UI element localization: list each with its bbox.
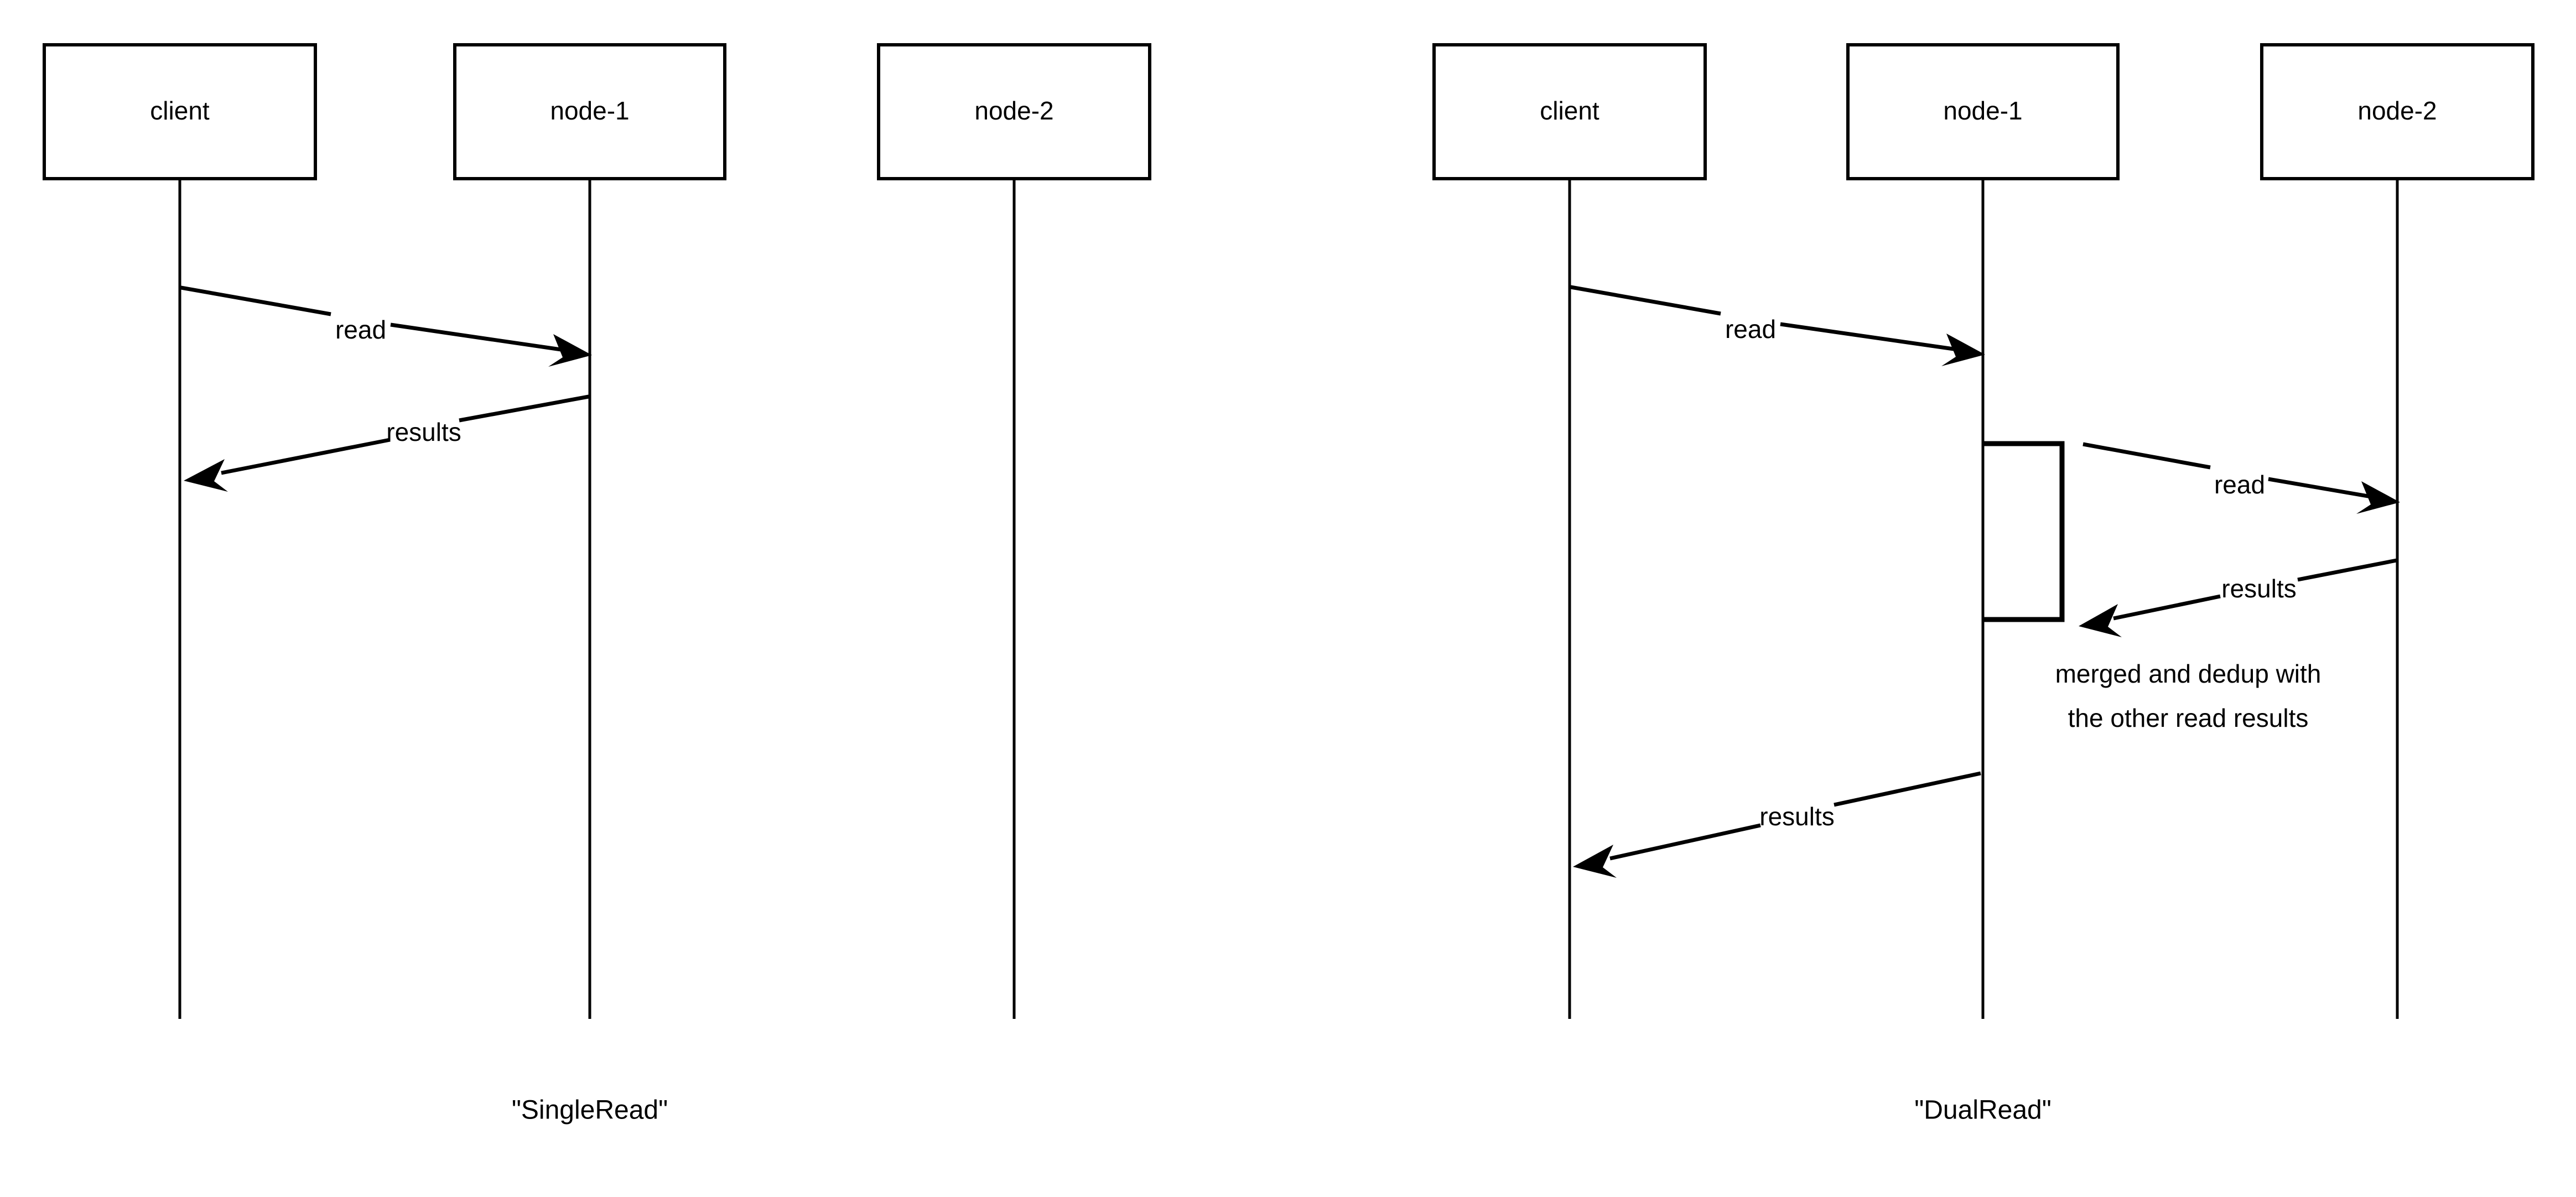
diagram-caption-dual-read: "DualRead" <box>1914 1096 2052 1125</box>
participant-label-node-2: node-2 <box>2357 96 2437 125</box>
message-label-read: read <box>2214 470 2265 499</box>
activation-bracket-path <box>1984 441 2065 622</box>
message-results-node-2-node-1[interactable]: results <box>2079 558 2397 637</box>
arrow-head-left <box>1573 845 1617 878</box>
participant-label-client: client <box>1540 96 1599 125</box>
participant-box-client[interactable] <box>43 43 317 180</box>
participant-box-client[interactable] <box>1432 43 1707 180</box>
message-line-segment-right <box>1834 771 1981 807</box>
message-line-segment-right <box>390 322 580 355</box>
message-line-segment-right <box>459 394 589 423</box>
message-label-results: results <box>2221 574 2296 603</box>
participant-node-1[interactable]: node-1 <box>1846 43 2120 1019</box>
activation-bracket-node-1 <box>1984 441 2065 622</box>
message-results-node-1-client[interactable]: results <box>184 394 589 492</box>
note-merged-dedup: merged and dedup with the other read res… <box>2055 659 2321 732</box>
message-line-segment-right <box>2297 558 2397 582</box>
note-line-1: merged and dedup with <box>2055 659 2321 688</box>
message-read-node-1-node-2[interactable]: read <box>2082 442 2400 514</box>
diagram-caption-single-read: "SingleRead" <box>512 1096 668 1125</box>
participant-box-node-2[interactable] <box>877 43 1151 180</box>
message-read-client-node-1[interactable]: read <box>1570 285 1985 366</box>
participant-client[interactable]: client <box>1432 43 1707 1019</box>
arrow-head-right <box>548 334 592 367</box>
participant-box-node-1[interactable] <box>453 43 726 180</box>
message-line-segment-right <box>1780 322 1973 354</box>
message-read-client-node-1[interactable]: read <box>180 285 592 367</box>
diagram-dual-read: client node-1 node-2 read <box>1432 43 2535 1125</box>
message-label-read: read <box>1725 315 1776 344</box>
message-line-segment-left <box>1609 823 1761 861</box>
participant-box-node-2[interactable] <box>2260 43 2535 180</box>
message-results-node-1-client[interactable]: results <box>1573 771 1981 878</box>
message-line-segment-left <box>180 285 331 316</box>
arrow-head-right <box>2356 481 2400 514</box>
message-line-segment-left <box>221 438 391 475</box>
message-line-segment-left <box>2082 442 2211 470</box>
message-label-read: read <box>335 315 386 344</box>
participant-label-node-1: node-1 <box>550 96 629 125</box>
message-label-results: results <box>1759 802 1834 831</box>
participant-node-2[interactable]: node-2 <box>2260 43 2535 1019</box>
participant-node-1[interactable]: node-1 <box>453 43 726 1019</box>
arrow-head-left <box>2079 604 2122 637</box>
participant-client[interactable]: client <box>43 43 317 1019</box>
note-line-2: the other read results <box>2068 704 2309 732</box>
participant-label-node-1: node-1 <box>1943 96 2022 125</box>
participant-label-node-2: node-2 <box>974 96 1053 125</box>
message-line-segment-left <box>2113 594 2221 621</box>
message-line-segment-left <box>1570 285 1721 316</box>
message-label-results: results <box>386 418 461 446</box>
arrow-head-right <box>1941 334 1985 366</box>
participant-label-client: client <box>150 96 210 125</box>
participant-node-2[interactable]: node-2 <box>877 43 1151 1019</box>
diagram-single-read: client node-1 node-2 read results <box>43 43 1151 1125</box>
arrow-head-left <box>184 459 228 492</box>
